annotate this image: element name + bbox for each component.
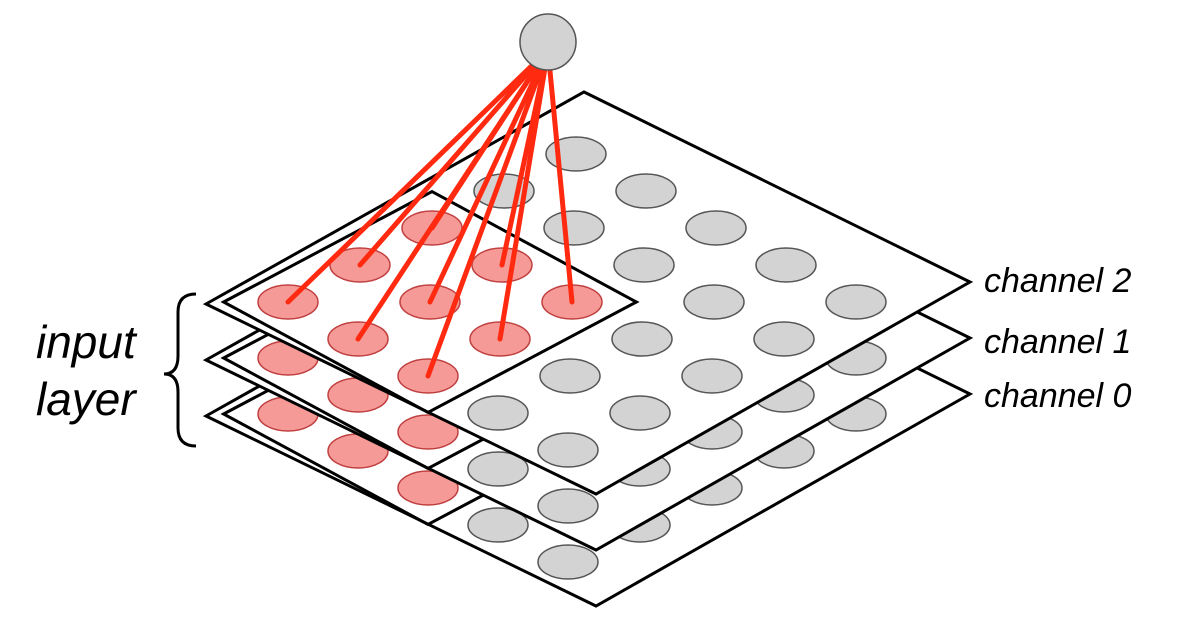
channel-0-label: channel 0 [984,377,1132,415]
connection-line [357,47,551,268]
input-neuron [753,321,815,357]
connection-line [545,47,575,305]
input-neuron [537,488,599,524]
input-neuron [685,210,747,246]
input-layer-label-line1: input [36,316,138,368]
connection-line [355,47,551,342]
input-neuron [615,173,677,209]
connection-line [427,47,551,305]
input-neuron [681,358,743,394]
input-neuron [683,284,745,320]
input-neuron [755,247,817,283]
input-neuron [609,395,671,431]
output-neuron [519,13,577,71]
input-neuron [611,321,673,357]
input-neuron [613,247,675,283]
input-neuron [543,210,605,246]
input-layer-brace [163,292,197,448]
input-neuron [467,451,529,487]
channel-2-plane [202,90,974,496]
receptive-field-neuron [397,414,459,450]
input-neuron [467,507,529,543]
connection-line [285,47,551,305]
connection-line [497,47,551,342]
input-neuron [537,432,599,468]
input-layer-label-line2: layer [36,373,137,425]
connections [285,47,575,379]
input-neuron [825,284,887,320]
channel-2-label: channel 2 [984,262,1132,300]
channel-1-label: channel 1 [984,323,1131,361]
connection-line [425,47,551,379]
input-neuron [539,358,601,394]
input-neuron [537,544,599,580]
receptive-field-neuron [397,470,459,506]
input-neuron [467,395,529,431]
channel-layers [202,90,974,608]
